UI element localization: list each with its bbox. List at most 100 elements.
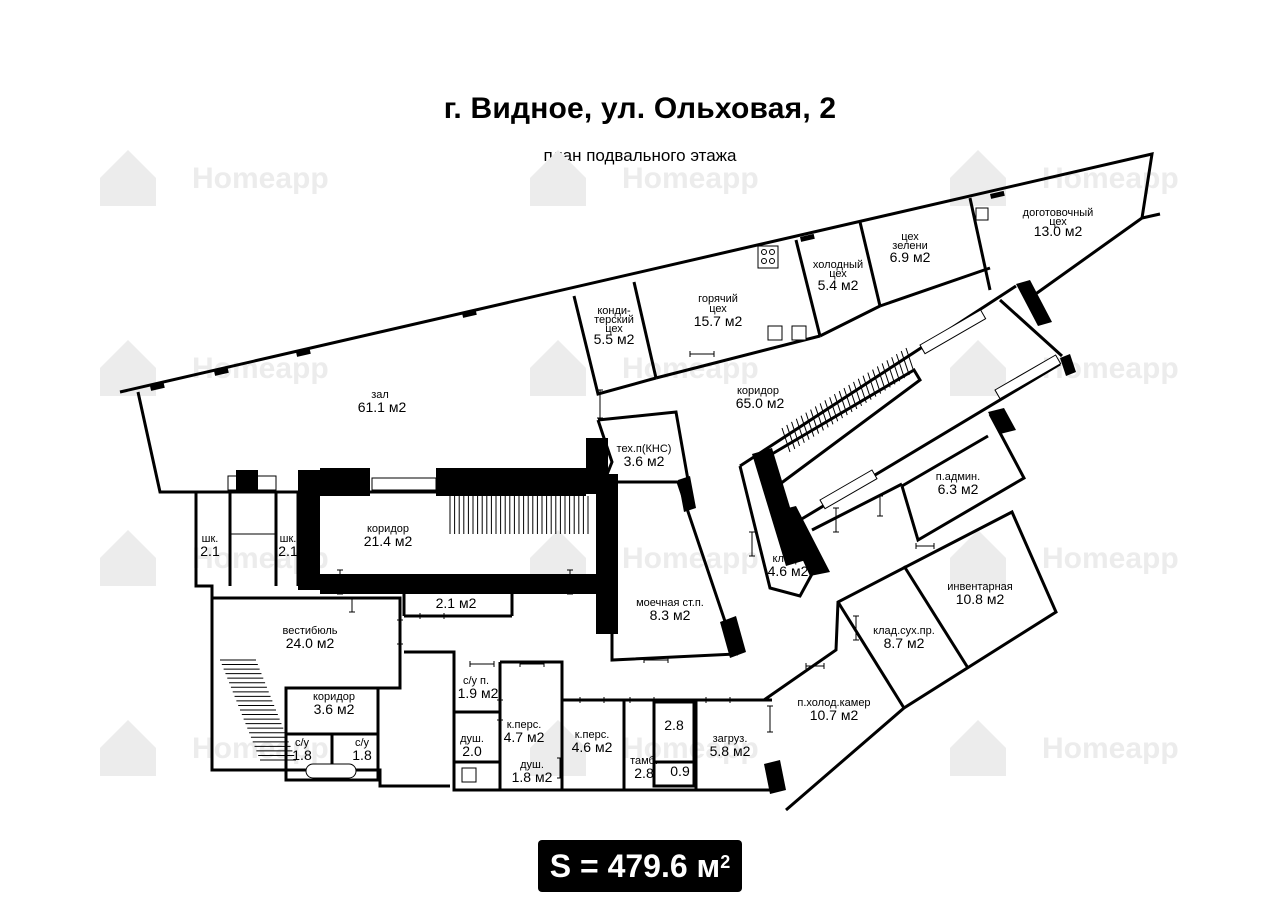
room-lift1: 2.8 [664, 717, 684, 733]
stairs-center [449, 496, 589, 534]
room-dush2: душ. 1.8 м2 [512, 759, 553, 785]
thick-walls [236, 280, 1076, 794]
svg-text:1.8: 1.8 [292, 747, 312, 763]
stairs-left [220, 659, 296, 761]
watermark-text: Homeapp [192, 162, 329, 195]
house-logo-icon [100, 720, 156, 776]
svg-text:холодный: холодный [813, 259, 863, 271]
watermark-text: Homeapp [1042, 542, 1179, 575]
room-koridor-mid: коридор 21.4 м2 [364, 523, 413, 549]
svg-text:моечная ст.п.: моечная ст.п. [636, 597, 704, 609]
svg-text:вестибюль: вестибюль [283, 625, 338, 637]
plan-title: г. Видное, ул. Ольховая, 2 [443, 92, 837, 125]
room-tamb: тамб. 2.8 [630, 755, 658, 781]
room-kpers1: к.перс. 4.7 м2 [504, 719, 545, 745]
svg-text:тех.п(КНС): тех.п(КНС) [617, 443, 672, 455]
svg-text:3.6 м2: 3.6 м2 [624, 453, 665, 469]
svg-text:10.7 м2: 10.7 м2 [810, 707, 859, 723]
room-small-21: 2.1 м2 [436, 595, 477, 611]
watermark: Homeapp [100, 150, 329, 206]
svg-text:к.перс.: к.перс. [575, 729, 610, 741]
house-logo-icon [530, 150, 586, 206]
watermark: Homeapp [530, 720, 759, 776]
svg-text:4.6 м2: 4.6 м2 [768, 563, 809, 579]
sink-icon [975, 207, 989, 221]
svg-text:с/у: с/у [295, 737, 310, 749]
total-area-label: S = 479.6 м [549, 847, 721, 884]
room-teh: тех.п(КНС) 3.6 м2 [617, 443, 672, 469]
house-logo-icon [530, 340, 586, 396]
svg-text:13.0 м2: 13.0 м2 [1034, 223, 1083, 239]
toilet-icon [305, 763, 357, 779]
total-area-sup: 2 [720, 851, 731, 872]
watermark: Homeapp [530, 150, 759, 206]
room-klad-suh: клад.сух.пр. 8.7 м2 [873, 625, 935, 651]
svg-text:2.0: 2.0 [462, 743, 482, 759]
room-padmin: п.админ. 6.3 м2 [936, 471, 980, 497]
room-shk2: шк. 2.1 [278, 533, 298, 559]
watermark: Homeapp [530, 340, 759, 396]
svg-text:8.7 м2: 8.7 м2 [884, 635, 925, 651]
room-inventarnaya: инвентарная 10.8 м2 [947, 581, 1012, 607]
svg-text:10.8 м2: 10.8 м2 [956, 591, 1005, 607]
house-logo-icon [100, 150, 156, 206]
svg-text:21.4 м2: 21.4 м2 [364, 533, 413, 549]
svg-text:5.5 м2: 5.5 м2 [594, 331, 635, 347]
svg-text:2.8: 2.8 [664, 717, 684, 733]
house-logo-icon [950, 720, 1006, 776]
svg-text:цех: цех [1049, 216, 1067, 228]
svg-text:цех: цех [709, 303, 727, 315]
room-moechnaya: моечная ст.п. 8.3 м2 [636, 597, 704, 623]
room-name: зал [371, 389, 389, 401]
windows [150, 190, 1062, 510]
svg-text:цех: цех [829, 268, 847, 280]
svg-text:душ.: душ. [460, 733, 484, 745]
svg-text:горячий: горячий [698, 293, 738, 305]
sink-icon [767, 325, 783, 341]
svg-text:тамб.: тамб. [630, 755, 658, 767]
svg-text:0.9: 0.9 [670, 763, 690, 779]
walls [119, 152, 1161, 812]
svg-text:п.админ.: п.админ. [936, 471, 980, 483]
watermark-text: Homeapp [622, 732, 759, 765]
room-su1: с/у 1.8 [292, 737, 312, 763]
svg-text:шк.: шк. [202, 533, 219, 545]
svg-text:2.8: 2.8 [634, 765, 654, 781]
room-zeleni: цех зелени 6.9 м2 [890, 231, 931, 265]
svg-text:зелени: зелени [892, 240, 927, 252]
svg-text:клад.сух.пр.: клад.сух.пр. [873, 625, 935, 637]
room-vestibul: вестибюль 24.0 м2 [283, 625, 338, 651]
room-su2: с/у 1.8 [352, 737, 372, 763]
svg-text:конди-: конди- [597, 305, 631, 317]
room-dogotovochny: доготовочный цех 13.0 м2 [1023, 207, 1094, 239]
watermark: Homeapp [100, 340, 329, 396]
room-koridor-small: коридор 3.6 м2 [313, 691, 355, 717]
svg-text:6.3 м2: 6.3 м2 [938, 481, 979, 497]
house-logo-icon [530, 720, 586, 776]
watermark-text: Homeapp [622, 542, 759, 575]
watermark-text: Homeapp [1042, 352, 1179, 385]
svg-text:душ.: душ. [520, 759, 544, 771]
watermark: Homeapp [530, 530, 759, 586]
svg-text:15.7 м2: 15.7 м2 [694, 313, 743, 329]
svg-text:клад.: клад. [773, 553, 800, 565]
svg-text:терский: терский [594, 314, 634, 326]
room-area: 61.1 м2 [358, 399, 407, 415]
room-konditer: конди- терский цех 5.5 м2 [594, 305, 635, 347]
house-logo-icon [950, 340, 1006, 396]
room-sup: с/у п. 1.9 м2 [458, 675, 499, 701]
svg-text:24.0 м2: 24.0 м2 [286, 635, 335, 651]
svg-text:цех: цех [901, 231, 919, 243]
svg-text:5.8 м2: 5.8 м2 [710, 743, 751, 759]
svg-text:п.холод.камер: п.холод.камер [797, 697, 870, 709]
room-koridor-big: коридор 65.0 м2 [736, 385, 785, 411]
watermark-text: Homeapp [1042, 732, 1179, 765]
watermark: Homeapp [950, 530, 1179, 586]
svg-text:коридор: коридор [737, 385, 779, 397]
svg-text:к.перс.: к.перс. [507, 719, 542, 731]
stove-icon [757, 245, 779, 269]
svg-text:6.9 м2: 6.9 м2 [890, 249, 931, 265]
